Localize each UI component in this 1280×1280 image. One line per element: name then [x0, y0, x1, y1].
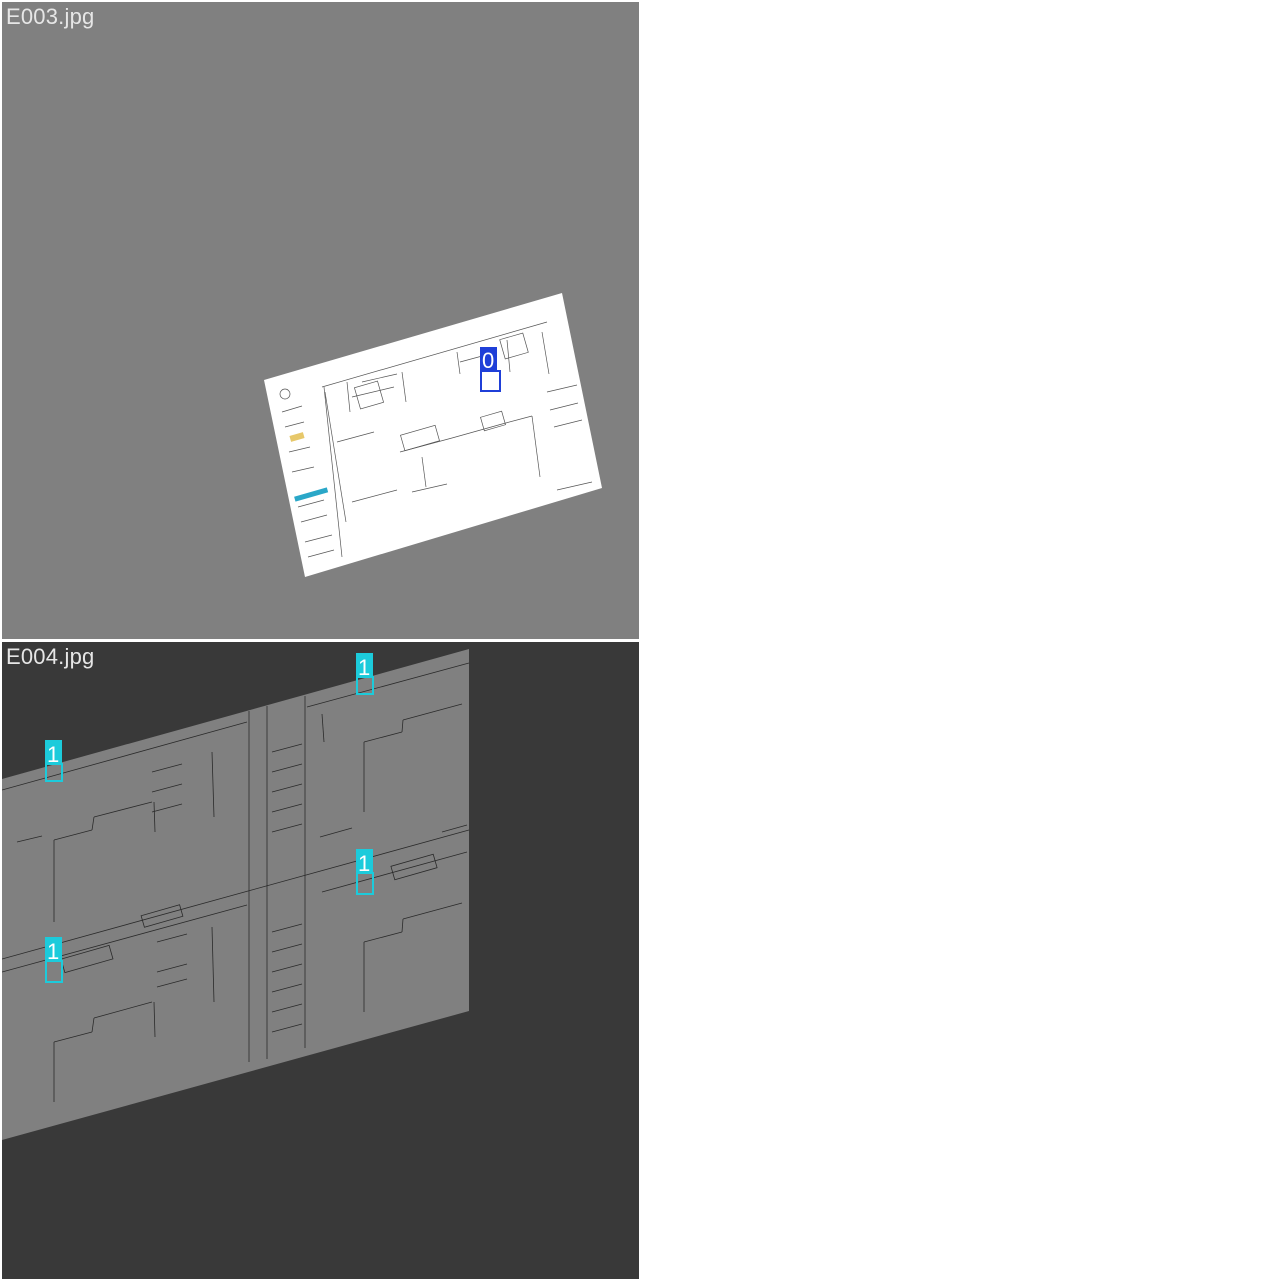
image-filename: E003.jpg: [6, 4, 95, 29]
engineering-drawing: [264, 293, 602, 577]
detection-label-background: [45, 740, 62, 765]
detection-bounding-box: [356, 872, 374, 895]
tiled-drawing: [2, 649, 470, 1140]
detection-label: 1: [358, 851, 370, 876]
detection-label: 1: [47, 939, 59, 964]
detection-label-background: [45, 937, 62, 962]
drawing-lines: [279, 321, 593, 558]
detection-label-background: [356, 653, 373, 678]
detection-label: 1: [358, 655, 370, 680]
image-panel-e003: 0 E003.jpg: [2, 2, 639, 639]
detection-box-1c[interactable]: 1: [356, 849, 374, 895]
detection-bounding-box: [45, 763, 63, 782]
detection-bounding-box: [480, 370, 501, 392]
image-canvas-e003: 0: [2, 2, 639, 639]
detection-label-background: [356, 849, 373, 874]
detection-box-1d[interactable]: 1: [45, 937, 63, 983]
image-filename: E004.jpg: [6, 644, 95, 669]
image-canvas-e004: 1 1 1 1: [2, 642, 639, 1279]
cyan-stamp: [294, 487, 329, 502]
detection-label: 0: [482, 348, 494, 373]
drawing-lines: [2, 662, 470, 1102]
detection-bounding-box: [356, 676, 374, 695]
yellow-stamp: [289, 432, 305, 442]
detection-box-1a[interactable]: 1: [356, 653, 374, 695]
detection-bounding-box: [45, 960, 63, 983]
drawing-sheet: [264, 293, 602, 577]
detection-box-1b[interactable]: 1: [45, 740, 63, 782]
image-panel-e004: 1 1 1 1 E004.jpg: [2, 642, 639, 1279]
detection-label-background: [480, 347, 497, 371]
detection-label: 1: [47, 742, 59, 767]
detection-box-0[interactable]: 0: [480, 347, 501, 392]
